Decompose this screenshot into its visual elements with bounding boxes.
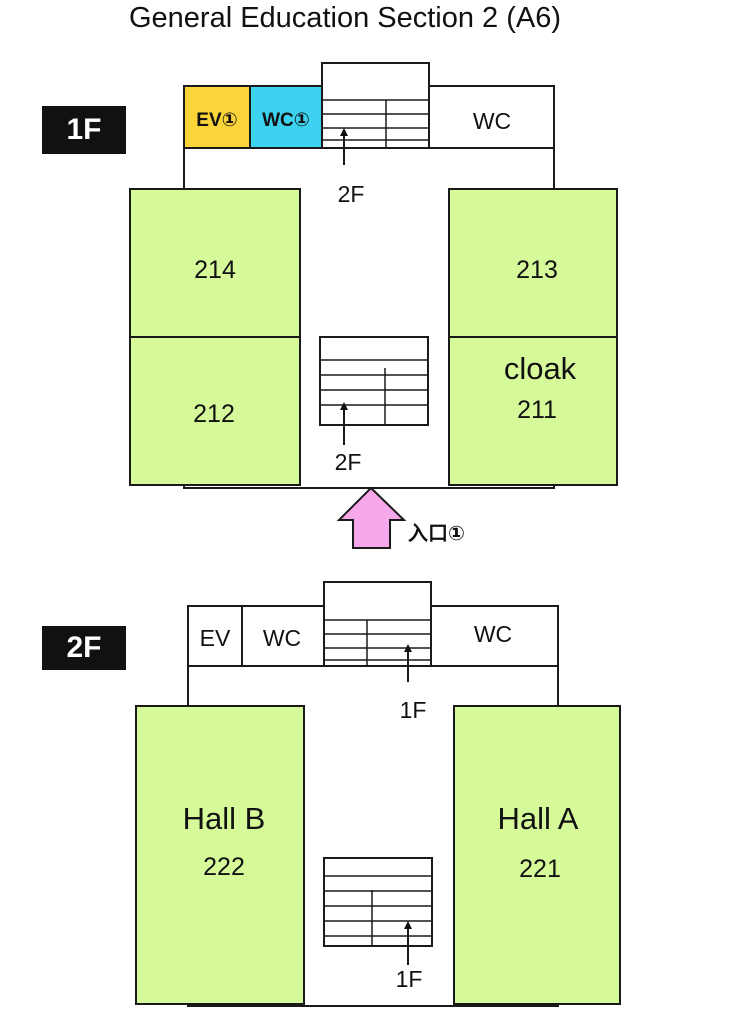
hall-a-name-label: Hall A bbox=[498, 801, 579, 836]
ev-2f-label: EV bbox=[200, 625, 231, 651]
floor-1f-plan bbox=[129, 62, 618, 489]
entrance-arrow-icon bbox=[336, 486, 407, 549]
floor-badge-1f: 1F bbox=[42, 106, 126, 154]
map-title: General Education Section 2 (A6) bbox=[128, 2, 562, 34]
room-212-label: 212 bbox=[193, 400, 235, 428]
wc-right-1f-label: WC bbox=[473, 108, 511, 134]
stair-treads-center-1f bbox=[320, 359, 428, 425]
room-211-label: 211 bbox=[517, 396, 557, 424]
wc-left-2f bbox=[241, 605, 325, 667]
staircase-top-2f bbox=[323, 581, 432, 667]
wc-right-1f bbox=[428, 85, 555, 149]
ev-1f-label: EV① bbox=[196, 110, 237, 131]
wc-right-2f bbox=[430, 605, 559, 667]
ev-2f bbox=[187, 605, 243, 667]
room-211 bbox=[448, 336, 618, 486]
wc-left-1f-label: WC① bbox=[262, 110, 310, 131]
stair-center-2f-label: 1F bbox=[396, 966, 423, 992]
stair-top-1f-label: 2F bbox=[338, 181, 365, 207]
hall-b-name-label: Hall B bbox=[183, 801, 266, 836]
staircase-center-2f bbox=[323, 857, 433, 947]
room-212 bbox=[129, 336, 301, 486]
staircase-top-1f bbox=[321, 62, 430, 149]
room-213 bbox=[448, 188, 618, 338]
floor-2f-plan bbox=[135, 581, 621, 1007]
room-211-name-label: cloak bbox=[504, 351, 577, 386]
wc-right-2f-label: WC bbox=[474, 621, 512, 647]
hall-a-room bbox=[453, 705, 621, 1005]
room-213-label: 213 bbox=[516, 256, 558, 284]
wc-left-1f bbox=[249, 85, 323, 149]
stair-center-1f-label: 2F bbox=[335, 449, 362, 475]
entrance-label: 入口① bbox=[408, 522, 465, 545]
stair-top-2f-label: 1F bbox=[400, 697, 427, 723]
stair-treads-center-2f bbox=[324, 875, 432, 946]
room-214-label: 214 bbox=[194, 256, 236, 284]
hall-b-room bbox=[135, 705, 305, 1005]
wc-left-2f-label: WC bbox=[263, 625, 301, 651]
stair-treads-top-2f bbox=[324, 619, 431, 666]
room-222-label: 222 bbox=[203, 853, 245, 881]
floor-badge-2f: 2F bbox=[42, 626, 126, 670]
stair-treads-top-1f bbox=[322, 99, 429, 148]
staircase-center-1f bbox=[319, 336, 429, 426]
room-221-label: 221 bbox=[519, 855, 561, 883]
